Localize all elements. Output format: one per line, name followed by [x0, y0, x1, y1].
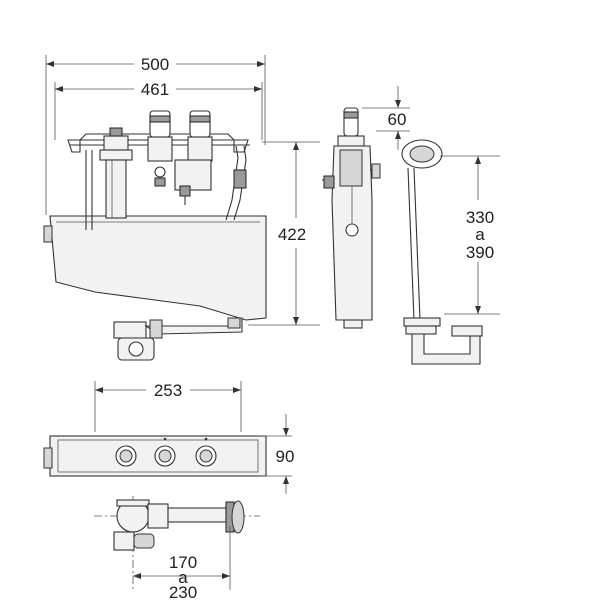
- dimension-inner-width: 461: [55, 80, 262, 99]
- label-a-1: a: [475, 225, 485, 244]
- push-button-right: [189, 110, 211, 138]
- dimension-drain-range: 170 a 230: [133, 553, 230, 600]
- label-461: 461: [141, 80, 169, 99]
- label-90: 90: [276, 447, 295, 466]
- dimension-top-clearance: 60: [362, 86, 410, 150]
- label-390: 390: [466, 243, 494, 262]
- dimension-overall-width: 500: [46, 55, 265, 74]
- label-330: 330: [466, 208, 494, 227]
- label-422: 422: [278, 225, 306, 244]
- label-170: 170: [169, 553, 197, 572]
- label-a-2: a: [178, 568, 188, 587]
- label-500: 500: [141, 55, 169, 74]
- label-253: 253: [154, 381, 182, 400]
- push-button-left: [149, 110, 171, 138]
- dimension-stroke-range: 330 a 390: [440, 155, 500, 315]
- dimension-height: 422: [248, 141, 320, 326]
- side-elevation: [322, 107, 381, 329]
- plan-view: 253 90: [43, 381, 295, 494]
- label-60: 60: [388, 110, 407, 129]
- cistern-body: [49, 215, 267, 321]
- label-230: 230: [169, 583, 197, 600]
- front-elevation: [43, 55, 267, 361]
- drain-plan: [94, 496, 260, 590]
- waste-overflow-assembly: [401, 139, 483, 365]
